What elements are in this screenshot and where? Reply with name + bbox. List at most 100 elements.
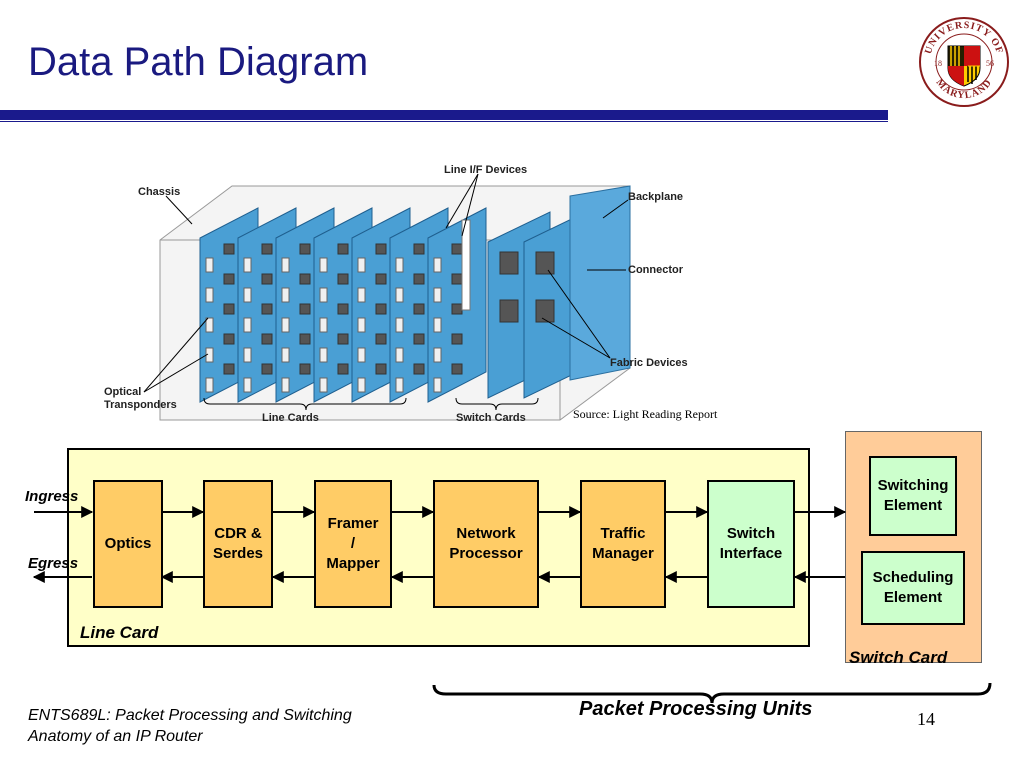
- optical-transponder-icon: [357, 347, 366, 363]
- se-label-line1: Switching: [877, 477, 949, 494]
- optical-transponder-icon: [281, 317, 290, 333]
- footer-course-title: ENTS689L: Packet Processing and Switchin…: [28, 707, 352, 724]
- label-switch-cards: Switch Cards: [456, 412, 526, 424]
- line-if-device-icon: [413, 303, 425, 315]
- cdr-label-line2: Serdes: [212, 545, 264, 562]
- optical-transponder-icon: [357, 257, 366, 273]
- label-optical: Optical: [104, 386, 141, 398]
- optical-transponder-icon: [319, 377, 328, 393]
- optical-transponder-icon: [433, 317, 442, 333]
- framer-label-line2: /: [350, 535, 356, 552]
- line-if-device-icon: [451, 363, 463, 375]
- optical-transponder-icon: [281, 347, 290, 363]
- line-if-device-icon: [413, 333, 425, 345]
- label-line-cards: Line Cards: [262, 412, 319, 424]
- line-if-device-icon: [451, 303, 463, 315]
- ingress-label: Ingress: [25, 488, 79, 505]
- optical-transponder-icon: [433, 347, 442, 363]
- line-card-label: Line Card: [80, 623, 159, 642]
- optical-transponder-icon: [243, 287, 252, 303]
- source-note: Source: Light Reading Report: [573, 407, 718, 421]
- line-if-device-icon: [223, 333, 235, 345]
- line-if-device-icon: [223, 363, 235, 375]
- fabric-device-icon: [535, 299, 555, 323]
- optical-transponder-icon: [433, 377, 442, 393]
- line-if-device-icon: [261, 363, 273, 375]
- fabric-device-icon: [499, 251, 519, 275]
- label-transponders: Transponders: [104, 399, 177, 411]
- line-cards: [199, 207, 487, 403]
- line-if-device-icon: [413, 273, 425, 285]
- page-number: 14: [917, 709, 935, 729]
- packet-processing-units-label: Packet Processing Units: [579, 698, 813, 720]
- line-if-device-icon: [375, 303, 387, 315]
- switch-card-label: Switch Card: [849, 648, 948, 667]
- line-if-device-icon: [299, 333, 311, 345]
- line-if-device-icon: [261, 273, 273, 285]
- line-if-device-icon: [223, 303, 235, 315]
- line-if-device-icon: [299, 243, 311, 255]
- fabric-device-icon: [499, 299, 519, 323]
- label-backplane: Backplane: [628, 191, 683, 203]
- optical-transponder-icon: [395, 317, 404, 333]
- sch-label-line1: Scheduling: [872, 569, 954, 586]
- line-if-device-icon: [337, 333, 349, 345]
- label-line-if-devices: Line I/F Devices: [444, 164, 527, 176]
- si-label-line1: Switch: [726, 525, 776, 542]
- optical-transponder-icon: [281, 257, 290, 273]
- np-label-line2: Processor: [449, 545, 523, 562]
- optical-transponder-icon: [357, 317, 366, 333]
- optical-transponder-icon: [205, 317, 214, 333]
- optical-transponder-icon: [357, 287, 366, 303]
- optical-transponder-icon: [243, 377, 252, 393]
- optical-transponder-icon: [243, 317, 252, 333]
- fabric-device-icon: [535, 251, 555, 275]
- line-if-device-icon: [451, 243, 463, 255]
- label-chassis: Chassis: [138, 186, 180, 198]
- title-underline-bar: [0, 110, 888, 120]
- backplane-panel: [569, 185, 631, 381]
- line-if-device-icon: [375, 333, 387, 345]
- optical-transponder-icon: [319, 287, 328, 303]
- tm-label-line2: Manager: [592, 545, 654, 562]
- line-if-device-icon: [337, 273, 349, 285]
- title-underline-rule: [0, 121, 888, 122]
- optical-transponder-icon: [319, 347, 328, 363]
- cdr-label-line1: CDR &: [214, 525, 262, 542]
- maryland-shield-icon: [947, 45, 981, 87]
- framer-label-line1: Framer: [327, 515, 379, 532]
- framer-label-line3: Mapper: [326, 555, 380, 572]
- line-if-device-icon: [451, 333, 463, 345]
- line-if-device-icon: [261, 333, 273, 345]
- optical-transponder-icon: [243, 257, 252, 273]
- optical-transponder-icon: [395, 377, 404, 393]
- line-if-device-icon: [375, 273, 387, 285]
- line-if-device-icon: [337, 303, 349, 315]
- tm-label-line1: Traffic: [600, 525, 646, 542]
- line-if-device-icon: [337, 363, 349, 375]
- optics-label: Optics: [104, 535, 152, 552]
- line-if-device-icon: [413, 243, 425, 255]
- line-if-device-icon: [375, 363, 387, 375]
- line-if-device-icon: [261, 303, 273, 315]
- optical-transponder-icon: [395, 347, 404, 363]
- optical-transponder-icon: [319, 257, 328, 273]
- line-if-device-icon: [299, 303, 311, 315]
- line-if-device-icon: [337, 243, 349, 255]
- line-card-connector: [461, 219, 471, 311]
- optical-transponder-icon: [281, 287, 290, 303]
- np-label-line1: Network: [456, 525, 516, 542]
- footer-lecture-title: Anatomy of an IP Router: [28, 728, 203, 745]
- framer-mapper-block: Framer / Mapper: [314, 480, 392, 608]
- optical-transponder-icon: [243, 347, 252, 363]
- line-if-device-icon: [299, 273, 311, 285]
- seal-year-right: 56: [986, 59, 994, 68]
- optical-transponder-icon: [357, 377, 366, 393]
- se-label-line2: Element: [883, 497, 943, 514]
- optical-transponder-icon: [433, 287, 442, 303]
- optical-transponder-icon: [395, 287, 404, 303]
